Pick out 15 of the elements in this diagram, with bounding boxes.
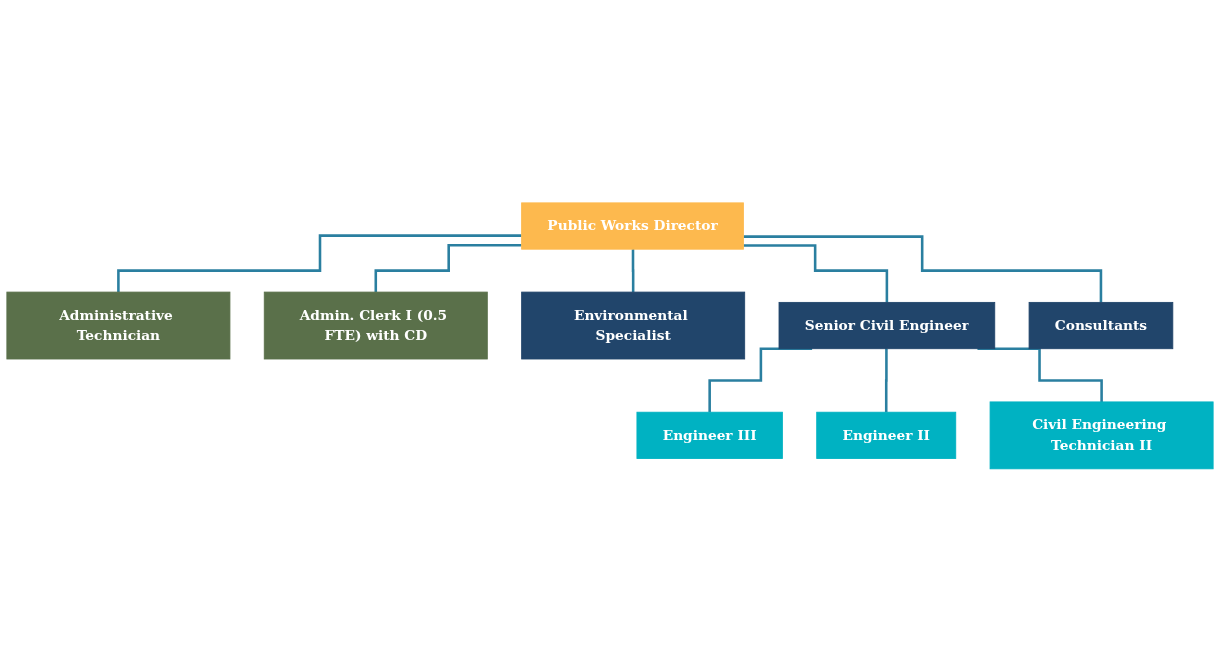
connector <box>374 244 522 294</box>
node-box: Consultants <box>1028 302 1174 350</box>
node-box: Administrative Technician <box>6 291 231 360</box>
connector <box>631 248 635 294</box>
connector <box>884 347 888 414</box>
node-box: Environmental Specialist <box>521 291 746 360</box>
connector <box>117 234 522 294</box>
node-box: Admin. Clerk I (0.5 FTE) with CD <box>263 291 488 360</box>
node-box: Senior Civil Engineer <box>778 302 996 350</box>
node-box: Engineer III <box>636 411 783 460</box>
node-box: Public Works Director <box>521 202 744 250</box>
node-box: Civil Engineering Technician II <box>989 401 1214 470</box>
connector <box>743 244 889 304</box>
node-box: Engineer II <box>816 411 957 460</box>
connector <box>743 235 1103 304</box>
